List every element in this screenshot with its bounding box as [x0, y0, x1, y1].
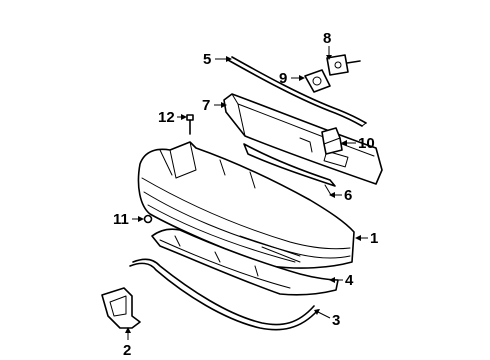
svg-text:8: 8 — [323, 30, 331, 47]
callout-4: 4 — [329, 272, 354, 289]
bolt-part-8 — [326, 54, 361, 76]
callout-9: 9 — [279, 70, 305, 87]
svg-text:4: 4 — [345, 272, 354, 289]
callout-7: 7 — [202, 97, 227, 114]
svg-text:10: 10 — [358, 135, 375, 152]
callout-8: 8 — [323, 30, 332, 60]
molding-strip-part-5 — [227, 56, 367, 127]
lower-valance-part-4 — [151, 228, 339, 296]
bumper-cover-part-1 — [137, 141, 355, 269]
svg-text:12: 12 — [158, 109, 175, 126]
svg-text:7: 7 — [202, 97, 210, 114]
callout-12: 12 — [158, 109, 187, 126]
callout-6: 6 — [329, 187, 352, 204]
svg-text:6: 6 — [344, 187, 352, 204]
lower-strip-part-6 — [243, 143, 336, 196]
svg-text:2: 2 — [123, 342, 131, 359]
svg-text:3: 3 — [332, 312, 340, 329]
callout-11: 11 — [113, 211, 144, 228]
callout-1: 1 — [355, 230, 378, 247]
svg-text:11: 11 — [113, 211, 129, 228]
callout-3: 3 — [314, 309, 340, 329]
svg-text:9: 9 — [279, 70, 287, 87]
svg-text:1: 1 — [370, 230, 378, 247]
license-bracket-part-2 — [101, 287, 141, 329]
energy-absorber-part-7 — [223, 93, 383, 185]
callout-5: 5 — [203, 51, 232, 68]
lower-molding-part-3 — [129, 258, 319, 331]
bracket-part-10 — [321, 127, 343, 155]
svg-text:5: 5 — [203, 51, 211, 68]
callout-10: 10 — [341, 135, 375, 152]
nut-plate-part-9 — [304, 69, 331, 93]
bolt-part-12 — [186, 114, 194, 135]
callout-2: 2 — [123, 327, 131, 359]
clip-part-11 — [143, 214, 153, 224]
